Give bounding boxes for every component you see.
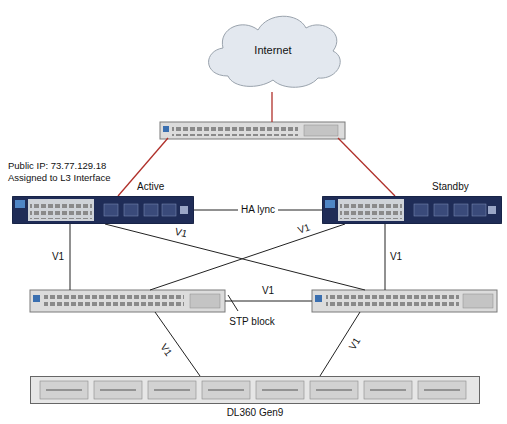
internet-uplinks [118, 92, 395, 196]
stp-block-mark [228, 295, 238, 311]
v1-wire [385, 224, 386, 290]
internet-cloud: Internet [198, 6, 348, 94]
uplink-wire [271, 92, 272, 122]
right-switch [312, 290, 497, 312]
server-chassis: DL360 Gen9 [30, 376, 480, 404]
uplink-wire [338, 138, 395, 196]
cloud-outline [209, 16, 341, 87]
vlan-label: V1 [173, 225, 190, 240]
drive-bay [418, 381, 466, 399]
left-switch [30, 290, 225, 312]
v1-wire [70, 224, 71, 290]
vlan-label: V1 [51, 251, 65, 263]
vlan-label: V1 [157, 341, 175, 360]
bay-handle [46, 390, 82, 391]
device-caption: DL360 Gen9 [227, 407, 284, 419]
firewall-appliance: Standby [322, 196, 502, 224]
port-panel [28, 199, 94, 221]
module-slot [144, 204, 158, 216]
module-slot [124, 204, 138, 216]
top-switch [160, 122, 345, 139]
module-slot [454, 204, 468, 216]
bay-handle [100, 390, 136, 391]
vlan-label: V1 [389, 251, 403, 263]
bay-handle [370, 390, 406, 391]
status-led [488, 206, 496, 214]
drive-bay [364, 381, 412, 399]
fw-drawing [322, 196, 502, 224]
module-slot [162, 204, 176, 216]
firewall-body [322, 196, 502, 224]
port-row [340, 201, 402, 219]
firewall-body [12, 196, 194, 224]
module-slot [472, 204, 486, 216]
server-drawing [30, 376, 480, 404]
drive-bay [310, 381, 358, 399]
vendor-logo [325, 200, 335, 208]
cloud-label: Internet [254, 44, 291, 56]
status-led [180, 206, 188, 214]
module-slot [414, 204, 428, 216]
fw-drawing [12, 196, 194, 224]
port-row [30, 201, 92, 219]
device-heading: Active [137, 181, 164, 193]
vlan-label: V1 [295, 221, 312, 237]
vendor-logo [15, 200, 25, 208]
v1-wire [225, 301, 312, 302]
drive-bay [256, 381, 304, 399]
stp-note: STP block [228, 316, 275, 328]
drive-bay [148, 381, 196, 399]
uplink-wire [118, 138, 168, 196]
v1-wire [155, 312, 200, 376]
drive-bay [202, 381, 250, 399]
server-body [31, 377, 480, 404]
ip-note: Public IP: 73.77.129.18 Assigned to L3 I… [8, 160, 133, 184]
module-slot [104, 204, 118, 216]
bay-handle [316, 390, 352, 391]
firewall-appliance: Active [12, 196, 194, 224]
drive-bay [94, 381, 142, 399]
drive-bay [40, 381, 88, 399]
vlan-label: V1 [346, 335, 364, 353]
module-slot [434, 204, 448, 216]
v1-wire [105, 224, 365, 290]
v1-wire [150, 224, 345, 290]
v1-wires [70, 224, 385, 376]
bay-handle [208, 390, 244, 391]
port-panel [338, 199, 404, 221]
bay-handle [424, 390, 460, 391]
vlan-label: V1 [261, 285, 275, 297]
bay-handle [154, 390, 190, 391]
device-heading: Standby [432, 181, 469, 193]
bay-handle [262, 390, 298, 391]
link-label: HA lync [238, 204, 278, 216]
